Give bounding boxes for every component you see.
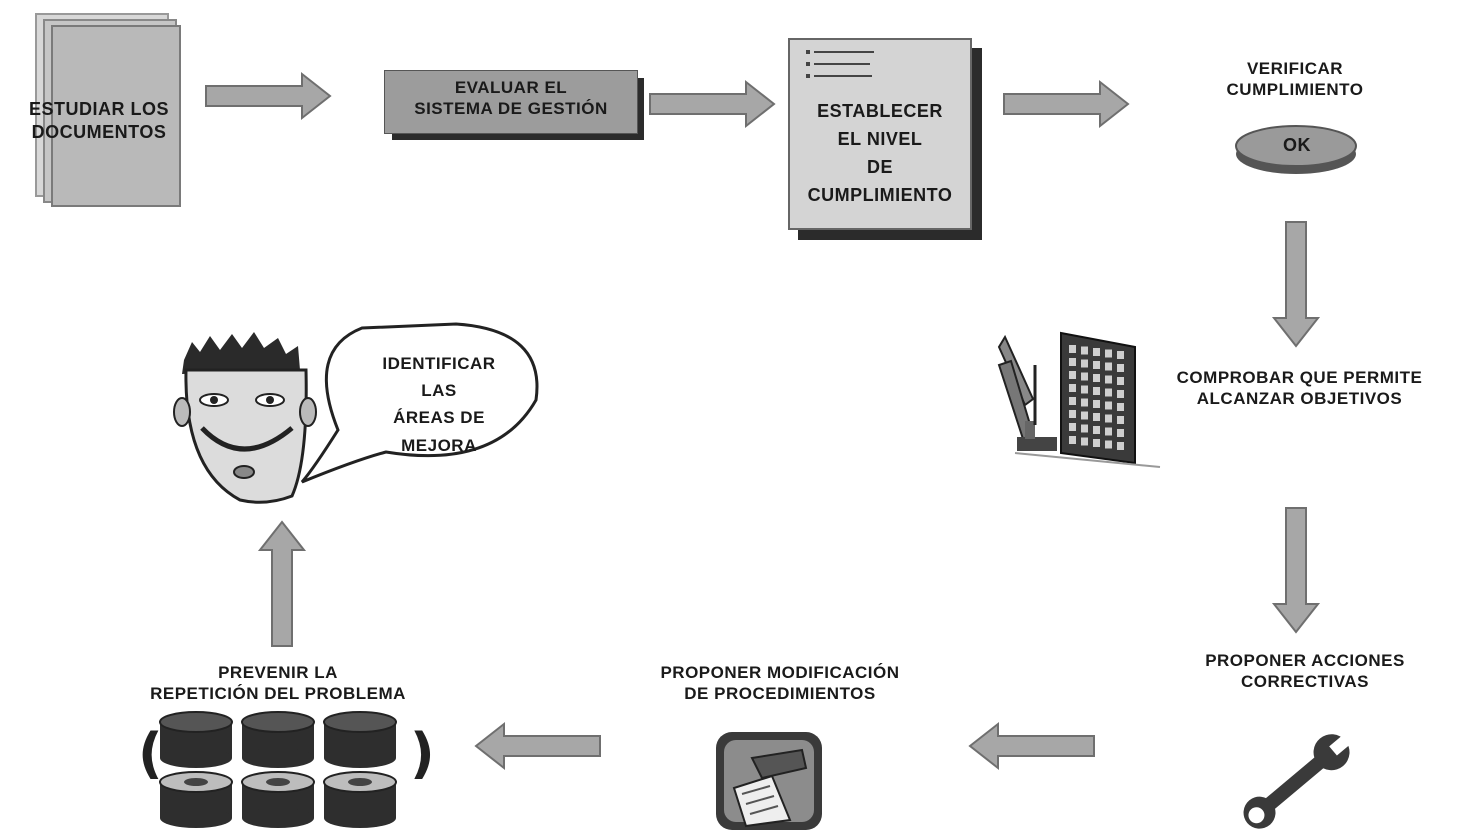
document-tools-icon [716,732,822,830]
corrective-label-2: CORRECTIVAS [1241,672,1369,692]
wrench-icon [1243,732,1354,829]
prevent-label-1: PREVENIR LA [218,663,338,682]
modify-label-1: PROPONER MODIFICACIÓN [660,663,900,682]
arrow-up-1 [259,521,305,647]
prevent-label-2: REPETICIÓN DEL PROBLEMA [150,684,406,704]
establish-level-label-2: EL NIVEL [837,128,923,149]
identify-improvement-node: IDENTIFICAR LAS ÁREAS DE MEJORA [166,320,546,510]
identify-label-3: ÁREAS DE [393,408,485,428]
database-cylinder-icon [159,771,233,828]
modify-procedures-node: PROPONER MODIFICACIÓN DE PROCEDIMIENTOS [620,662,940,834]
svg-text:): ) [410,722,435,785]
corrective-label-1: PROPONER ACCIONES [1205,651,1405,670]
checklist-lines-icon [806,50,874,78]
identify-label-4: MEJORA [401,435,477,455]
check-objectives-node: COMPROBAR QUE PERMITE ALCANZAR OBJETIVOS [985,325,1464,475]
database-cylinder-icon [159,711,233,768]
prevent-repetition-node: PREVENIR LA REPETICIÓN DEL PROBLEMA ( ) [108,662,448,834]
ok-badge-text: OK [1283,135,1311,155]
corrective-actions-node: PROPONER ACCIONES CORRECTIVAS [1160,646,1450,834]
arrow-left-2 [475,723,601,769]
evaluate-system-node: EVALUAR EL SISTEMA DE GESTIÓN [384,70,646,144]
evaluate-system-label-1: EVALUAR EL [454,78,568,97]
modify-label-2: DE PROCEDIMIENTOS [684,684,876,704]
verify-compliance-node: VERIFICAR CUMPLIMIENTO OK [1190,58,1400,188]
person-speech-icon [173,322,539,504]
arrow-right-1 [205,73,331,119]
arrow-left-1 [969,723,1095,769]
establish-level-label-3: DE [866,156,893,177]
establish-level-label-1: ESTABLECER [817,101,943,121]
verify-label-1: VERIFICAR [1246,59,1344,78]
study-documents-node: ESTUDIAR LOS DOCUMENTOS [14,10,184,210]
evaluate-system-label-2: SISTEMA DE GESTIÓN [414,99,608,119]
documents-stack-icon [35,13,181,207]
svg-text:(: ( [138,722,163,785]
check-label-1: COMPROBAR QUE PERMITE [1176,368,1423,387]
database-cylinder-icon [241,711,315,768]
identify-label-2: LAS [421,381,457,401]
establish-level-node: ESTABLECER EL NIVEL DE CUMPLIMIENTO [788,38,988,244]
database-cylinders-icon: ( ) [138,711,435,828]
identify-label-1: IDENTIFICAR [382,354,496,373]
check-label-2: ALCANZAR OBJETIVOS [1196,389,1403,409]
study-documents-label-1: ESTUDIAR LOS [28,99,169,119]
database-cylinder-icon [241,771,315,828]
verify-label-2: CUMPLIMIENTO [1226,80,1364,100]
ok-disc-icon [1235,125,1357,174]
database-cylinder-icon [323,771,397,828]
arrow-down-2 [1273,507,1319,633]
building-crane-icon [997,331,1161,468]
database-cylinder-icon [323,711,397,768]
arrow-right-2 [649,81,775,127]
study-documents-label-2: DOCUMENTOS [31,121,167,142]
arrow-right-3 [1003,81,1129,127]
establish-level-label-4: CUMPLIMIENTO [807,184,953,205]
